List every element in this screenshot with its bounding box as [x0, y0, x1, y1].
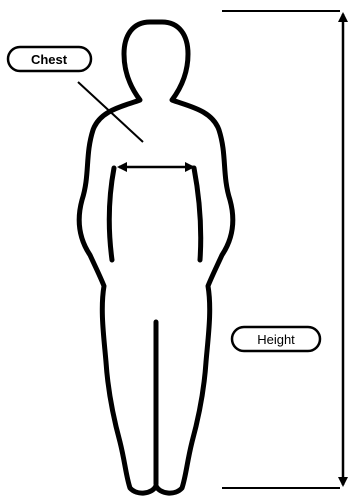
- human-body-outline-icon: [79, 22, 233, 493]
- chest-label: Chest: [8, 47, 91, 71]
- chest-label-text: Chest: [31, 52, 68, 67]
- height-label: Height: [232, 327, 320, 351]
- height-label-text: Height: [257, 332, 295, 347]
- height-measure: [222, 11, 343, 488]
